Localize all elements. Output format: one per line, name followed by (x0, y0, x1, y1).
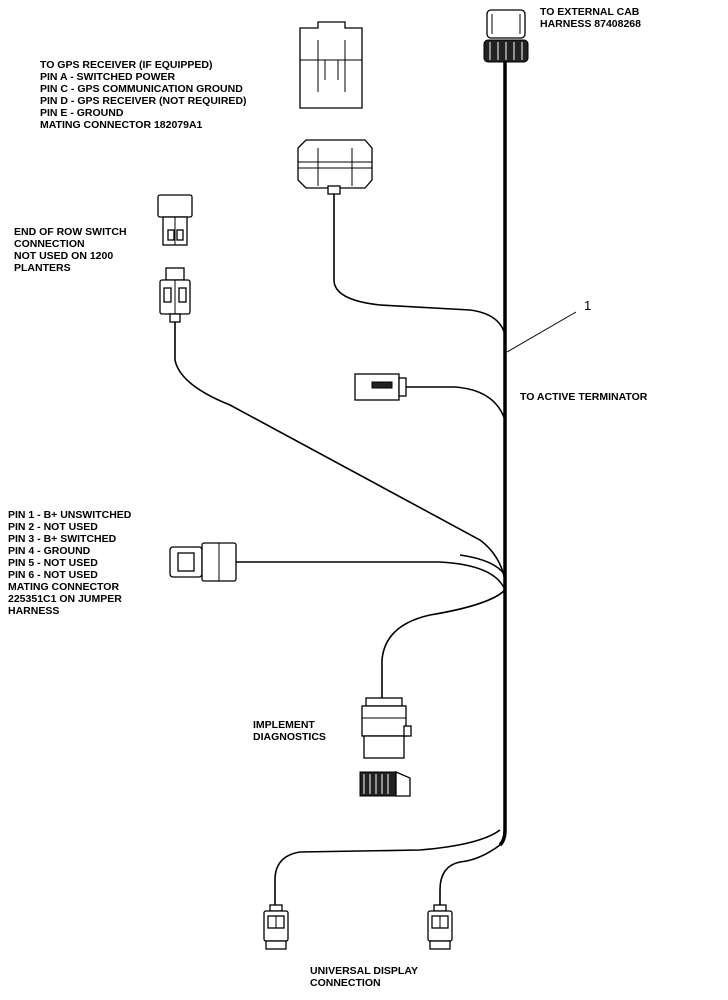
power-branch-wire (236, 561, 506, 591)
gps-label-line: MATING CONNECTOR 182079A1 (40, 119, 203, 131)
diagnostics-connector (361, 697, 412, 759)
active-terminator-connector (354, 373, 407, 401)
end-of-row-branch-wire (174, 322, 506, 581)
gps-label-line: PIN C - GPS COMMUNICATION GROUND (40, 83, 243, 95)
end-of-row-mating-connector (157, 194, 193, 246)
gps-label-line: PIN A - SWITCHED POWER (40, 71, 176, 83)
terminator-label: TO ACTIVE TERMINATOR (520, 391, 648, 403)
terminator-branch-wire (406, 386, 506, 421)
gps-label-line: PIN E - GROUND (40, 107, 124, 119)
end-of-row-label-line: NOT USED ON 1200 (14, 250, 114, 262)
diagnostics-branch-wire (381, 589, 506, 698)
cab-harness-label: TO EXTERNAL CAB HARNESS 87408268 (540, 6, 641, 30)
display-branch-wire-right (439, 844, 501, 905)
end-of-row-label-line: PLANTERS (14, 262, 71, 274)
display-connector-left (263, 904, 289, 950)
power-pins-label-line: PIN 5 - NOT USED (8, 557, 98, 569)
diagnostics-label: IMPLEMENT DIAGNOSTICS (253, 719, 326, 743)
main-harness-trunk (498, 62, 507, 847)
power-pins-label-line: 225351C1 ON JUMPER (8, 593, 122, 605)
power-pins-label-line: MATING CONNECTOR (8, 581, 120, 593)
gps-label-line: PIN D - GPS RECEIVER (NOT REQUIRED) (40, 95, 247, 107)
gps-mating-connector (299, 21, 363, 109)
diagnostics-label-line: DIAGNOSTICS (253, 731, 326, 743)
diagnostics-label-line: IMPLEMENT (253, 719, 315, 731)
power-pins-label: PIN 1 - B+ UNSWITCHED PIN 2 - NOT USED P… (8, 509, 131, 617)
junction-wire-a (459, 554, 506, 576)
power-6pin-connector (169, 542, 237, 582)
diagnostics-cap (359, 771, 411, 797)
display-branch-wire-left (274, 829, 501, 905)
power-pins-label-line: PIN 2 - NOT USED (8, 521, 98, 533)
callout-leader-line (506, 311, 577, 353)
display-label: UNIVERSAL DISPLAY CONNECTION (310, 965, 418, 989)
gps-harness-connector (297, 139, 373, 195)
display-label-line: CONNECTION (310, 977, 381, 989)
power-pins-label-line: PIN 6 - NOT USED (8, 569, 98, 581)
end-of-row-label-line: CONNECTION (14, 238, 85, 250)
end-of-row-label-line: END OF ROW SWITCH (14, 226, 127, 238)
display-label-line: UNIVERSAL DISPLAY (310, 965, 418, 977)
power-pins-label-line: PIN 4 - GROUND (8, 545, 91, 557)
power-pins-label-line: PIN 1 - B+ UNSWITCHED (8, 509, 132, 521)
end-of-row-label: END OF ROW SWITCH CONNECTION NOT USED ON… (14, 226, 127, 274)
cab-harness-connector (483, 9, 529, 63)
gps-label: TO GPS RECEIVER (IF EQUIPPED) PIN A - SW… (40, 59, 247, 131)
display-connector-right (427, 904, 453, 950)
power-pins-label-line: HARNESS (8, 605, 60, 617)
cab-harness-label-line: TO EXTERNAL CAB (540, 6, 640, 18)
gps-branch-wire (333, 194, 506, 336)
power-pins-label-line: PIN 3 - B+ SWITCHED (8, 533, 117, 545)
end-of-row-harness-connector (159, 267, 191, 323)
gps-label-line: TO GPS RECEIVER (IF EQUIPPED) (40, 59, 213, 71)
callout-number: 1 (584, 298, 592, 313)
cab-harness-label-line: HARNESS 87408268 (540, 18, 641, 30)
